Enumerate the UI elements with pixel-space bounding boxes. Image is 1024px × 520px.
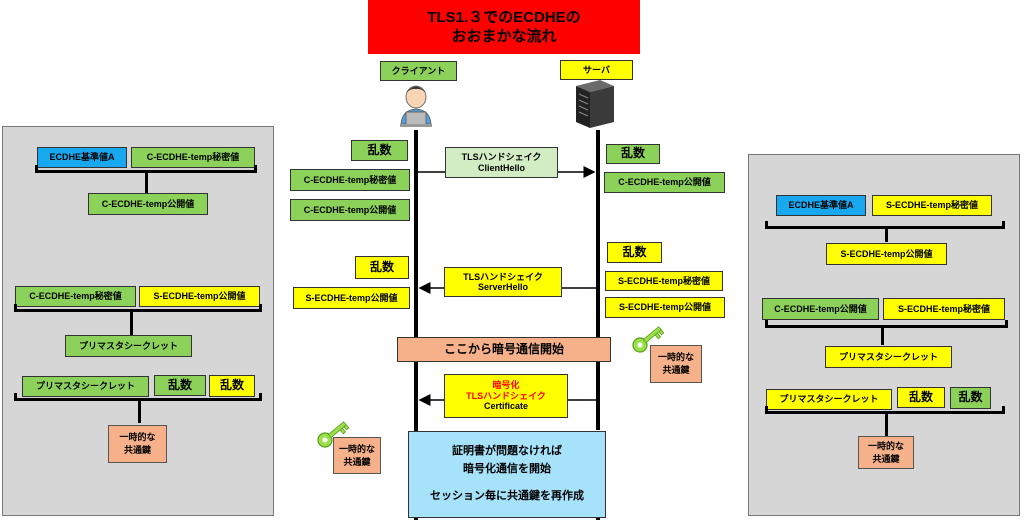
bracket-bar (14, 398, 262, 401)
bracket-end (259, 393, 262, 401)
server-temp-key-label: 一時的な 共通鍵 (650, 345, 702, 383)
connector-line (885, 229, 888, 242)
certificate-line-3: Certificate (483, 401, 528, 412)
diagram-title: TLS1.３でのECDHEの おおまかな流れ (368, 0, 640, 54)
client-panel-premaster-2: プリマスタシークレット (22, 376, 149, 397)
client-panel-public: C-ECDHE-temp公開値 (88, 193, 208, 215)
client-panel-secret: C-ECDHE-temp秘密値 (131, 147, 255, 168)
bracket-bar (14, 309, 262, 312)
note-line-1: 証明書が問題なければ (452, 445, 562, 458)
title-line-1: TLS1.３でのECDHEの (427, 8, 581, 26)
certificate-line-1: 暗号化 (492, 380, 520, 391)
server-panel-client-random: 乱数 (950, 387, 991, 409)
bracket-bar (35, 170, 257, 173)
note-line-3: セッション毎に共通鍵を再作成 (430, 490, 584, 503)
server-panel-public: S-ECDHE-temp公開値 (826, 243, 947, 265)
bracket-end (14, 393, 17, 401)
session-note: 証明書が問題なければ 暗号化通信を開始 セッション毎に共通鍵を再作成 (408, 431, 606, 518)
key-label-line-2: 共通鍵 (662, 365, 690, 375)
connector-line (885, 414, 888, 436)
client-panel-secret-2: C-ECDHE-temp秘密値 (15, 286, 136, 307)
server-panel-temp-key: 一時的な 共通鍵 (858, 436, 914, 469)
server-secret-value: S-ECDHE-temp秘密値 (605, 271, 723, 291)
bracket-end (14, 304, 17, 312)
server-panel-secret-2: S-ECDHE-temp秘密値 (883, 298, 1005, 320)
bracket-end (1002, 221, 1005, 229)
server-label: サーバ (560, 60, 633, 80)
key-label-line-1: 一時的な (338, 443, 375, 454)
client-temp-key-label: 一時的な 共通鍵 (333, 437, 381, 474)
server-hello-line-1: TLSハンドシェイク (463, 271, 543, 282)
client-panel-premaster: プリマスタシークレット (65, 335, 192, 357)
certificate-line-2: TLSハンドシェイク (466, 390, 546, 401)
received-client-public: C-ECDHE-temp公開値 (604, 172, 725, 193)
server-panel-client-public: C-ECDHE-temp公開値 (762, 298, 879, 320)
server-random: 乱数 (607, 242, 662, 263)
bracket-end (35, 165, 38, 173)
key-label-line-2: 共通鍵 (872, 453, 900, 464)
bracket-bar (765, 411, 1005, 414)
server-ecdhe-base: ECDHE基準値A (776, 195, 866, 216)
connector-line (130, 312, 133, 335)
encrypted-start-banner: ここから暗号通信開始 (397, 337, 611, 362)
client-hello-line-2: ClientHello (477, 162, 525, 173)
client-random: 乱数 (351, 140, 408, 161)
key-label-line-1: 一時的な (119, 432, 156, 443)
client-panel-server-random: 乱数 (209, 375, 255, 397)
bracket-bar (765, 226, 1005, 229)
client-secret-value: C-ECDHE-temp秘密値 (290, 169, 410, 191)
key-icon (317, 421, 350, 448)
client-public-value: C-ECDHE-temp公開値 (290, 199, 410, 221)
bracket-end (765, 221, 768, 229)
key-label-line-2: 共通鍵 (123, 445, 151, 455)
bracket-bar (765, 325, 1008, 328)
received-server-public: S-ECDHE-temp公開値 (293, 287, 410, 309)
connector-line (145, 173, 148, 193)
key-icon (632, 326, 665, 353)
bracket-end (1005, 320, 1008, 328)
server-panel-premaster: プリマスタシークレット (825, 346, 952, 368)
certificate-message: 暗号化 TLSハンドシェイク Certificate (444, 374, 568, 418)
key-label-line-2: 共通鍵 (343, 456, 371, 467)
client-panel-server-public: S-ECDHE-temp公開値 (139, 286, 260, 307)
title-line-2: おおまかな流れ (451, 28, 557, 45)
key-label-line-1: 一時的な (867, 440, 904, 451)
client-hello-line-1: TLSハンドシェイク (461, 152, 542, 163)
connector-line (881, 328, 884, 345)
client-panel-client-random: 乱数 (154, 375, 206, 396)
server-panel-secret: S-ECDHE-temp秘密値 (872, 195, 992, 216)
key-label-line-1: 一時的な (657, 352, 694, 363)
client-label: クライアント (380, 61, 457, 81)
bracket-end (259, 304, 262, 312)
client-panel-temp-key: 一時的な 共通鍵 (108, 425, 167, 463)
connector-line (138, 401, 141, 423)
client-lifeline (414, 130, 418, 520)
server-public-value: S-ECDHE-temp公開値 (605, 297, 725, 318)
note-line-2: 暗号化通信を開始 (463, 462, 551, 475)
bracket-end (765, 406, 768, 414)
server-lifeline (596, 130, 600, 430)
received-client-random: 乱数 (606, 144, 660, 164)
server-panel-server-random: 乱数 (897, 387, 945, 408)
received-server-random: 乱数 (355, 256, 409, 279)
bracket-end (1002, 406, 1005, 414)
server-hello-line-2: ServerHello (477, 282, 528, 292)
server-panel-premaster-2: プリマスタシークレット (766, 389, 892, 410)
bracket-end (254, 165, 257, 173)
client-ecdhe-base: ECDHE基準値A (37, 147, 127, 168)
bracket-end (765, 320, 768, 328)
